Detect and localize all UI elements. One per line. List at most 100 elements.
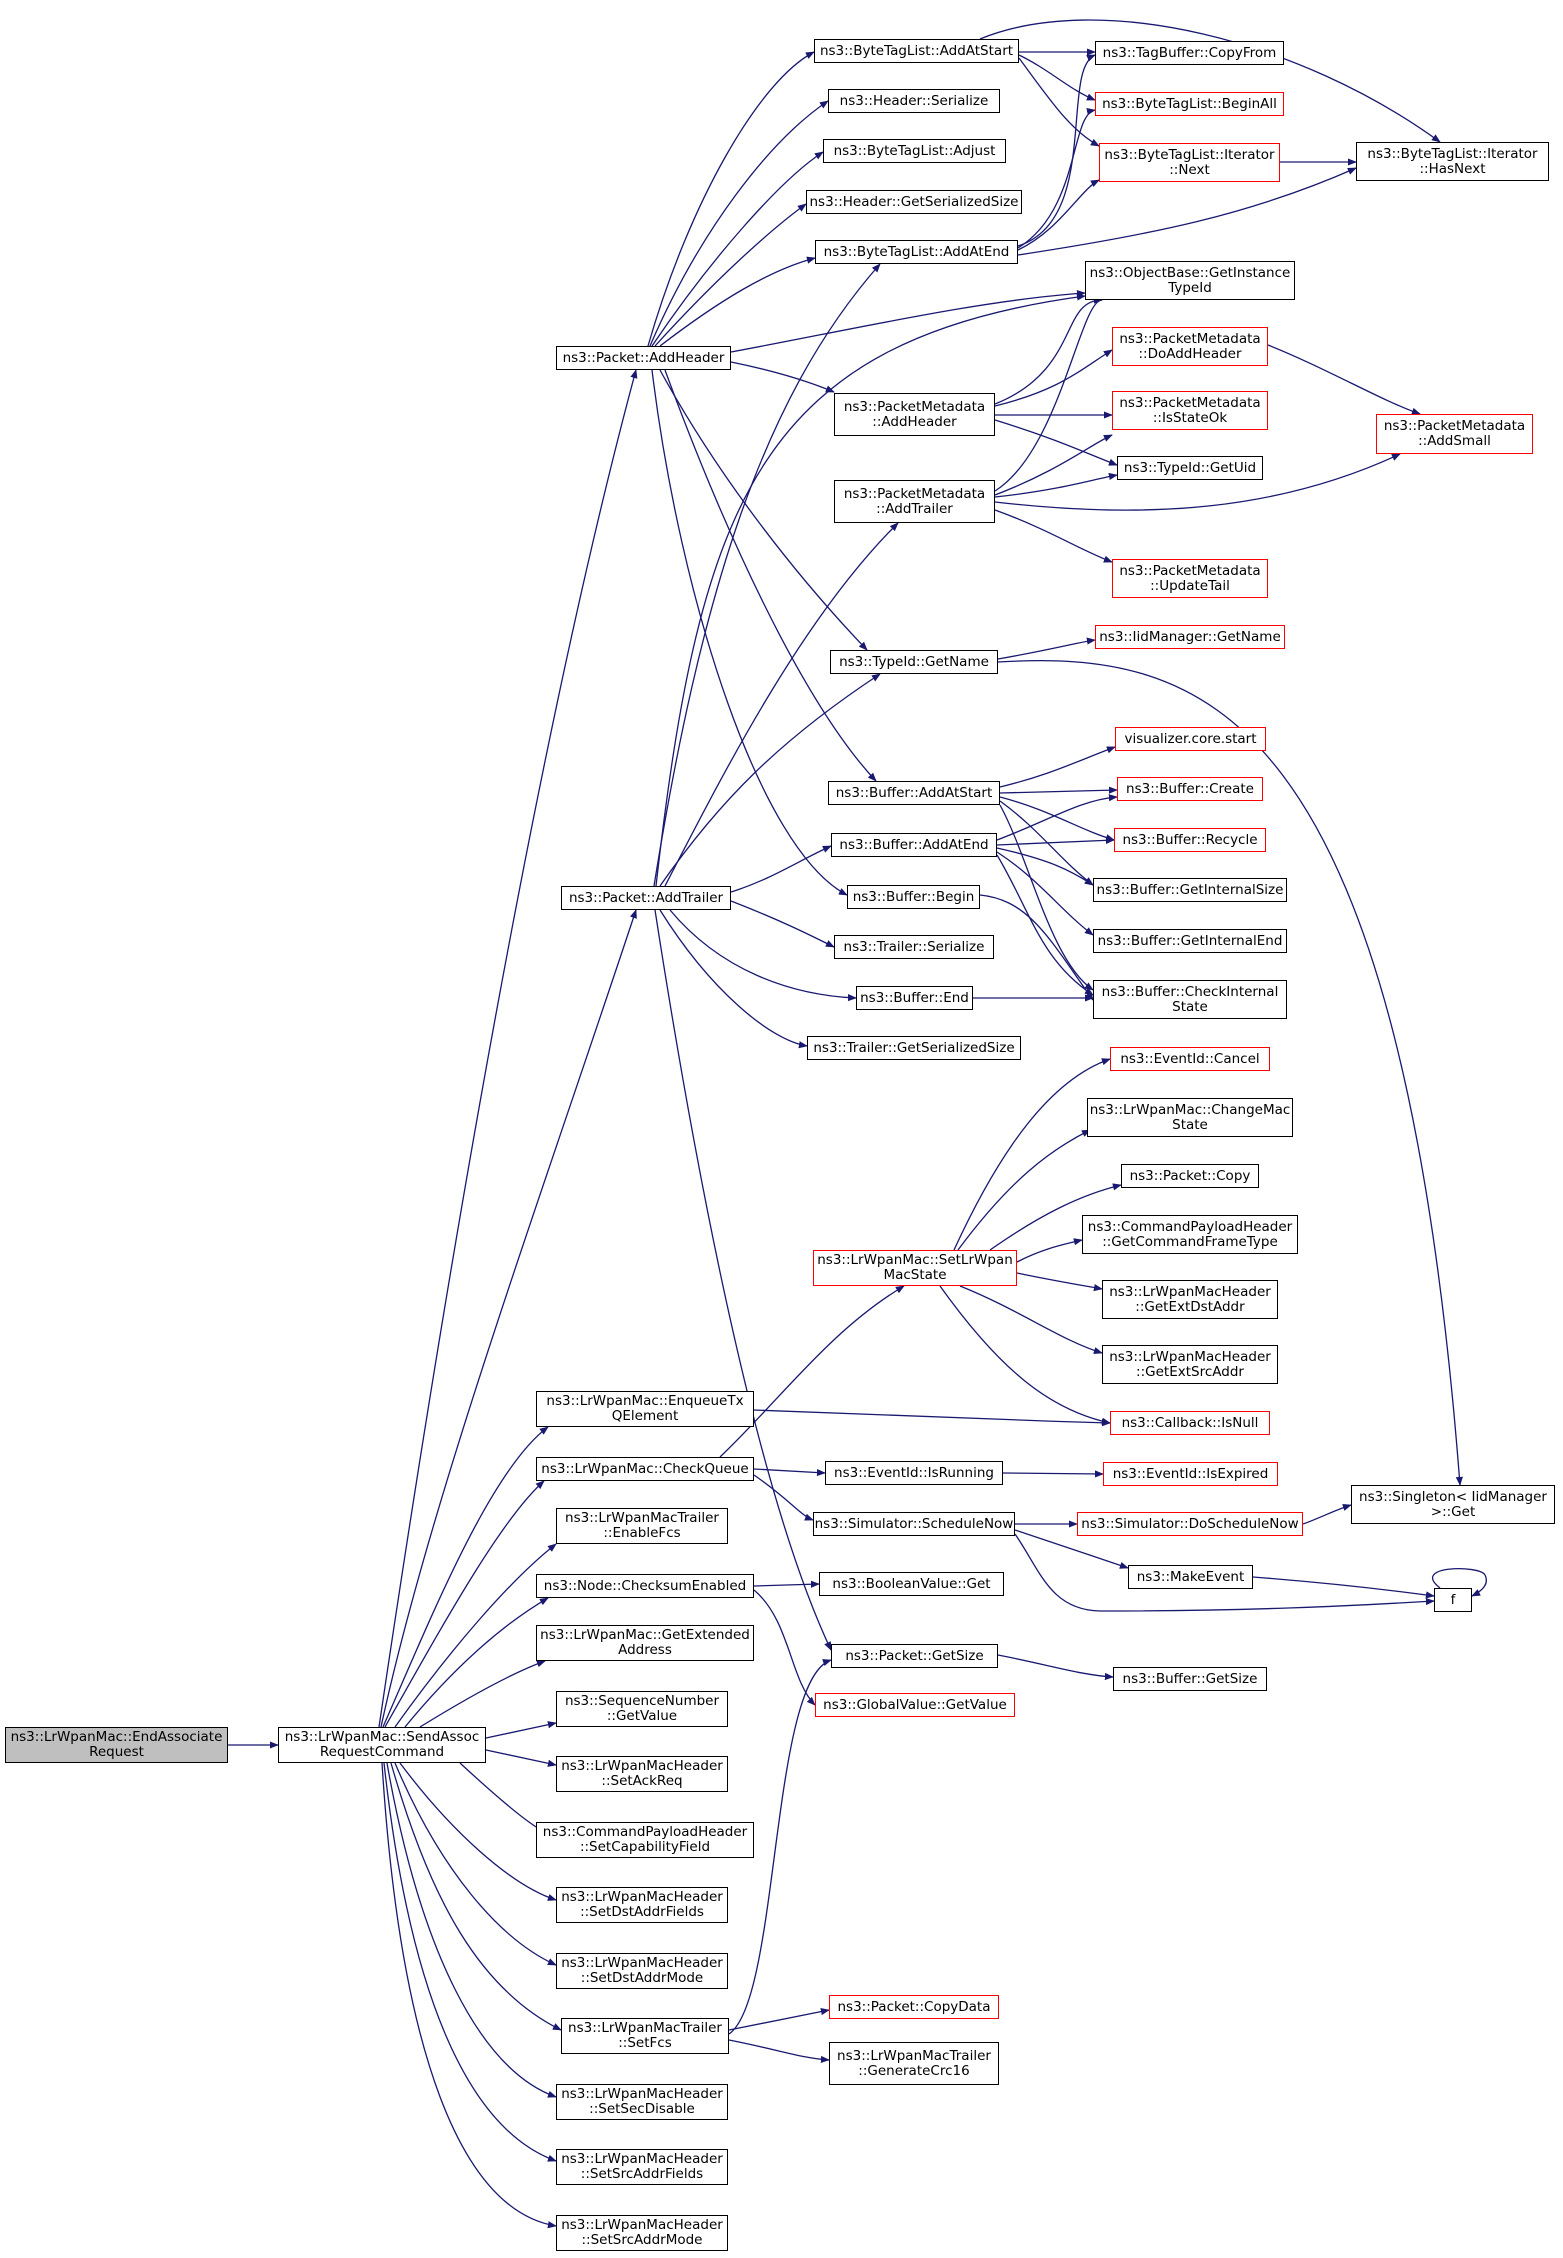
node-buffer-end[interactable]: ns3::Buffer::End <box>856 986 973 1010</box>
call-edge <box>654 203 807 347</box>
node-typeid-get-name[interactable]: ns3::TypeId::GetName <box>830 650 998 674</box>
call-edge <box>1002 1470 1104 1478</box>
node-typeid-get-uid[interactable]: ns3::TypeId::GetUid <box>1117 456 1263 480</box>
node-set-ack-req[interactable]: ns3::LrWpanMacHeader::SetAckReq <box>556 1756 728 1792</box>
node-trailer-serialize[interactable]: ns3::Trailer::Serialize <box>834 935 994 959</box>
node-label: ns3::Buffer::AddAtStart <box>835 784 993 801</box>
node-label: >::Get <box>1430 1503 1476 1520</box>
node-checksum-enabled[interactable]: ns3::Node::ChecksumEnabled <box>536 1574 754 1598</box>
node-set-dst-addr-mode[interactable]: ns3::LrWpanMacHeader::SetDstAddrMode <box>556 1953 728 1989</box>
call-edge <box>659 369 868 651</box>
node-set-src-addr-mode[interactable]: ns3::LrWpanMacHeader::SetSrcAddrMode <box>556 2215 728 2251</box>
node-buffer-recycle[interactable]: ns3::Buffer::Recycle <box>1114 828 1266 852</box>
call-edge <box>382 1426 549 1728</box>
node-label: ns3::ByteTagList::Adjust <box>833 142 996 159</box>
node-buffer-get-internal-size[interactable]: ns3::Buffer::GetInternalSize <box>1093 878 1287 902</box>
node-iid-manager-get-name[interactable]: ns3::IidManager::GetName <box>1095 625 1285 649</box>
node-f[interactable]: f <box>1434 1588 1472 1612</box>
node-byte-tag-list-iterator-next[interactable]: ns3::ByteTagList::Iterator::Next <box>1099 143 1280 182</box>
node-simulator-do-schedule-now[interactable]: ns3::Simulator::DoScheduleNow <box>1077 1512 1303 1536</box>
node-do-add-header[interactable]: ns3::PacketMetadata::DoAddHeader <box>1112 327 1268 366</box>
node-event-id-is-expired[interactable]: ns3::EventId::IsExpired <box>1103 1462 1278 1486</box>
node-set-capability-field[interactable]: ns3::CommandPayloadHeader::SetCapability… <box>536 1822 754 1858</box>
node-packet-metadata-add-trailer[interactable]: ns3::PacketMetadata::AddTrailer <box>834 480 995 523</box>
node-label: State <box>1172 1116 1208 1133</box>
node-get-command-frame-type[interactable]: ns3::CommandPayloadHeader::GetCommandFra… <box>1082 1215 1298 1254</box>
node-label: ns3::Packet::AddTrailer <box>568 889 724 906</box>
node-set-dst-addr-fields[interactable]: ns3::LrWpanMacHeader::SetDstAddrFields <box>556 1887 728 1923</box>
node-set-src-addr-fields[interactable]: ns3::LrWpanMacHeader::SetSrcAddrFields <box>556 2149 728 2185</box>
node-boolean-value-get[interactable]: ns3::BooleanValue::Get <box>819 1572 1004 1596</box>
node-packet-copy[interactable]: ns3::Packet::Copy <box>1121 1164 1259 1188</box>
node-buffer-add-at-start[interactable]: ns3::Buffer::AddAtStart <box>828 781 1000 805</box>
node-buffer-create[interactable]: ns3::Buffer::Create <box>1117 777 1263 801</box>
node-label: ::GetCommandFrameType <box>1102 1233 1278 1250</box>
node-label: ns3::LrWpanMac::GetExtended <box>540 1627 750 1643</box>
node-enable-fcs[interactable]: ns3::LrWpanMacTrailer::EnableFcs <box>556 1508 728 1544</box>
call-edge <box>959 1285 1103 1355</box>
node-generate-crc16[interactable]: ns3::LrWpanMacTrailer::GenerateCrc16 <box>829 2042 999 2085</box>
node-visualizer-core-start[interactable]: visualizer.core.start <box>1115 727 1266 751</box>
node-get-ext-src-addr[interactable]: ns3::LrWpanMacHeader::GetExtSrcAddr <box>1102 1345 1278 1384</box>
node-packet-add-trailer[interactable]: ns3::Packet::AddTrailer <box>561 886 731 910</box>
node-trailer-get-serialized-size[interactable]: ns3::Trailer::GetSerializedSize <box>807 1036 1021 1060</box>
call-edge <box>994 296 1103 405</box>
call-edge <box>719 1285 905 1458</box>
node-byte-tag-list-begin-all[interactable]: ns3::ByteTagList::BeginAll <box>1095 92 1284 116</box>
node-tag-buffer-copy-from[interactable]: ns3::TagBuffer::CopyFrom <box>1095 41 1284 65</box>
call-edge <box>753 1580 820 1588</box>
node-packet-metadata-add-header[interactable]: ns3::PacketMetadata::AddHeader <box>834 393 995 436</box>
node-update-tail[interactable]: ns3::PacketMetadata::UpdateTail <box>1112 559 1268 598</box>
call-edge <box>485 1749 557 1767</box>
node-singleton-iid-manager-get[interactable]: ns3::Singleton< IidManager >::Get <box>1351 1485 1555 1524</box>
node-byte-tag-list-adjust[interactable]: ns3::ByteTagList::Adjust <box>823 139 1006 163</box>
node-get-ext-dst-addr[interactable]: ns3::LrWpanMacHeader::GetExtDstAddr <box>1102 1280 1278 1319</box>
node-buffer-get-size[interactable]: ns3::Buffer::GetSize <box>1113 1667 1267 1691</box>
node-label: ::SetFcs <box>618 2035 672 2051</box>
node-label: TypeId <box>1168 279 1212 296</box>
node-label: ns3::Packet::GetSize <box>845 1647 984 1664</box>
node-check-queue[interactable]: ns3::LrWpanMac::CheckQueue <box>536 1457 754 1481</box>
node-label: ns3::Callback::IsNull <box>1121 1414 1259 1431</box>
node-event-id-is-running[interactable]: ns3::EventId::IsRunning <box>825 1461 1003 1485</box>
node-packet-metadata-add-small[interactable]: ns3::PacketMetadata::AddSmall <box>1376 414 1533 454</box>
node-set-fcs[interactable]: ns3::LrWpanMacTrailer::SetFcs <box>561 2018 729 2054</box>
node-buffer-get-internal-end[interactable]: ns3::Buffer::GetInternalEnd <box>1093 929 1287 953</box>
node-header-serialize[interactable]: ns3::Header::Serialize <box>828 89 1000 113</box>
call-edge <box>404 1597 549 1728</box>
node-label: ns3::Singleton< IidManager <box>1359 1488 1547 1505</box>
node-label: ns3::CommandPayloadHeader <box>542 1824 748 1840</box>
node-is-state-ok[interactable]: ns3::PacketMetadata::IsStateOk <box>1112 391 1268 430</box>
call-edge <box>1252 1576 1435 1599</box>
call-edge <box>1267 344 1421 415</box>
node-packet-copy-data[interactable]: ns3::Packet::CopyData <box>829 1995 999 2019</box>
node-label: ns3::LrWpanMacHeader <box>561 2217 723 2233</box>
call-edge <box>651 151 824 347</box>
node-set-sec-disable[interactable]: ns3::LrWpanMacHeader::SetSecDisable <box>556 2084 728 2120</box>
node-iterator-has-next[interactable]: ns3::ByteTagList::Iterator::HasNext <box>1356 142 1549 181</box>
node-label: ::UpdateTail <box>1150 577 1230 594</box>
node-byte-tag-list-add-at-start[interactable]: ns3::ByteTagList::AddAtStart <box>814 39 1019 63</box>
node-event-id-cancel[interactable]: ns3::EventId::Cancel <box>1110 1047 1270 1071</box>
node-make-event[interactable]: ns3::MakeEvent <box>1128 1565 1253 1589</box>
node-packet-get-size[interactable]: ns3::Packet::GetSize <box>831 1644 998 1668</box>
node-header-get-serialized-size[interactable]: ns3::Header::GetSerializedSize <box>806 190 1022 214</box>
node-label: ns3::LrWpanMacTrailer <box>568 2020 722 2036</box>
node-buffer-begin[interactable]: ns3::Buffer::Begin <box>847 885 980 909</box>
node-global-value-get-value[interactable]: ns3::GlobalValue::GetValue <box>815 1693 1015 1717</box>
node-packet-add-header[interactable]: ns3::Packet::AddHeader <box>556 346 731 370</box>
node-buffer-add-at-end[interactable]: ns3::Buffer::AddAtEnd <box>831 833 997 857</box>
node-label: ns3::Buffer::End <box>860 989 969 1006</box>
node-byte-tag-list-add-at-end[interactable]: ns3::ByteTagList::AddAtEnd <box>815 240 1018 264</box>
node-simulator-schedule-now[interactable]: ns3::Simulator::ScheduleNow <box>813 1512 1015 1536</box>
node-callback-is-null[interactable]: ns3::Callback::IsNull <box>1110 1411 1270 1435</box>
node-sequence-number-get-value[interactable]: ns3::SequenceNumber::GetValue <box>556 1691 728 1727</box>
